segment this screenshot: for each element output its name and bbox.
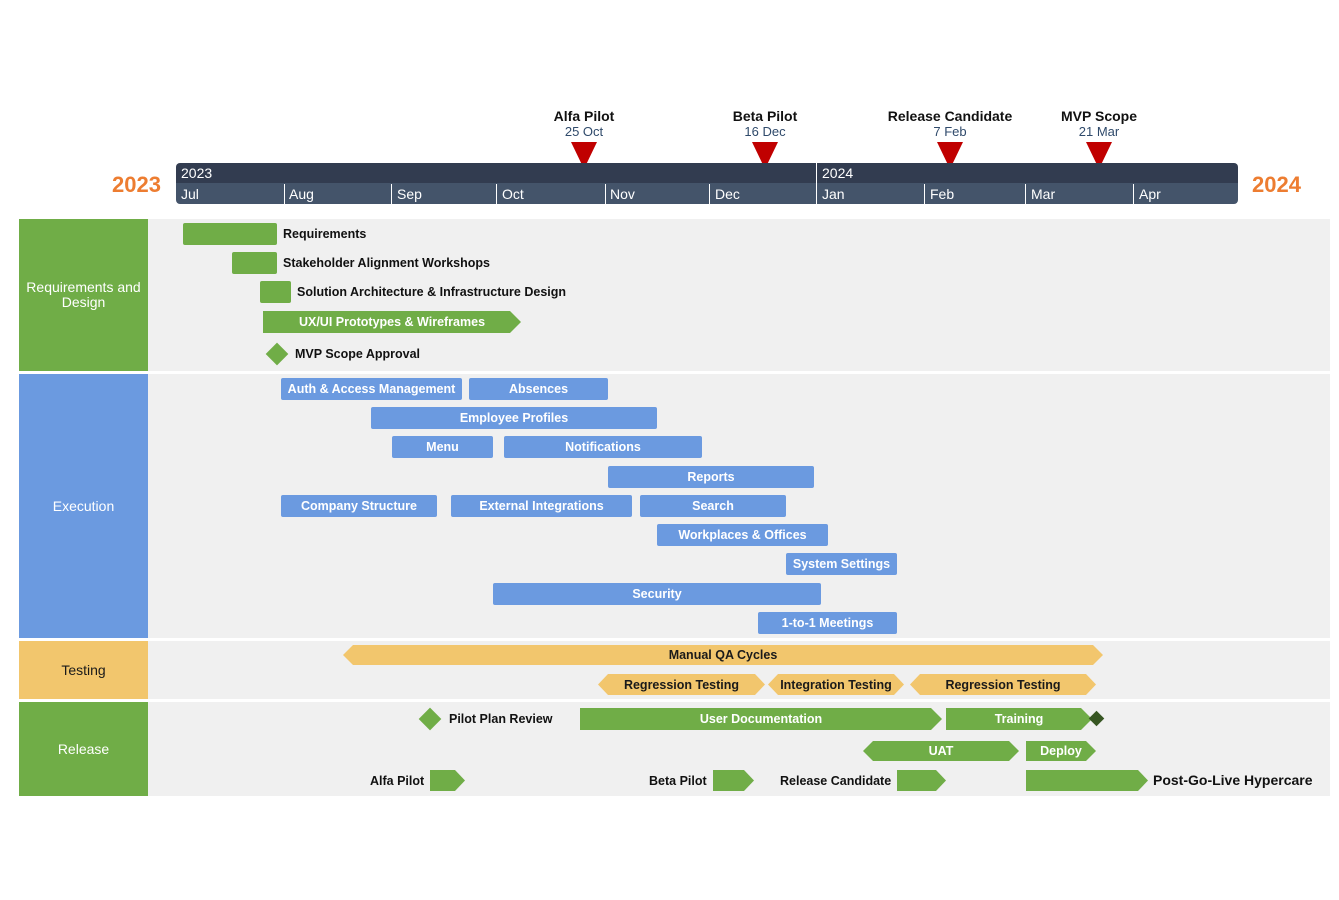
month-divider (1025, 184, 1026, 204)
month-label: Jan (822, 186, 845, 202)
task-label: Alfa Pilot (370, 774, 425, 788)
task-bar-notifications[interactable]: Notifications (504, 436, 702, 458)
milestone-title: Beta Pilot (732, 108, 798, 124)
milestone-title: MVP Scope (1061, 108, 1137, 124)
month-label: Feb (930, 186, 955, 202)
swimlane-label-execution: Execution (19, 374, 148, 638)
task-bar-workplaces[interactable]: Workplaces & Offices (657, 524, 828, 546)
milestone-date: 21 Mar (1078, 124, 1120, 139)
timeline-year-divider (816, 163, 817, 204)
task-label: MVP Scope Approval (295, 347, 421, 361)
task-label: Release Candidate (780, 774, 892, 788)
task-bar-beta-pilot[interactable] (713, 770, 754, 791)
task-label: Requirements (283, 227, 367, 241)
timeline-year-label: 2024 (822, 165, 854, 181)
task-bar-stakeholder-workshops[interactable] (232, 252, 277, 274)
task-bar-prototypes[interactable]: UX/UI Prototypes & Wireframes (263, 311, 521, 333)
task-bar-reports[interactable]: Reports (608, 466, 814, 488)
task-bar-meetings[interactable]: 1-to-1 Meetings (758, 612, 897, 634)
task-bar-absences[interactable]: Absences (469, 378, 608, 400)
task-label: Stakeholder Alignment Workshops (283, 256, 490, 270)
month-label: Dec (715, 186, 740, 202)
task-bar-architecture[interactable] (260, 281, 291, 303)
timeline-year-label: 2023 (181, 165, 213, 181)
task-bar-security[interactable]: Security (493, 583, 821, 605)
task-bar-user-documentation[interactable]: User Documentation (580, 708, 942, 730)
task-bar-system-settings[interactable]: System Settings (786, 553, 897, 575)
task-label: Beta Pilot (649, 774, 707, 788)
milestone-date: 25 Oct (564, 124, 604, 139)
month-label: Sep (397, 186, 422, 202)
task-bar-hypercare[interactable] (1026, 770, 1148, 791)
task-label: Post-Go-Live Hypercare (1153, 772, 1313, 788)
task-bar-requirements[interactable] (183, 223, 277, 245)
task-bar-external-integrations[interactable]: External Integrations (451, 495, 632, 517)
task-bar-manual-qa[interactable]: Manual QA Cycles (343, 645, 1103, 665)
milestone-title: Release Candidate (887, 108, 1013, 124)
month-divider (709, 184, 710, 204)
task-bar-uat[interactable]: UAT (863, 741, 1019, 761)
task-bar-alfa-pilot[interactable] (430, 770, 465, 791)
month-divider (496, 184, 497, 204)
task-bar-release-candidate[interactable] (897, 770, 946, 791)
swimlane-label-requirements: Requirements and Design (19, 219, 148, 371)
swimlane-label-testing: Testing (19, 641, 148, 699)
swimlane-band-requirements (148, 219, 1330, 371)
milestone-date: 16 Dec (744, 124, 786, 139)
year-right-label: 2024 (1252, 172, 1301, 197)
month-label: Mar (1031, 186, 1056, 202)
task-bar-menu[interactable]: Menu (392, 436, 493, 458)
month-divider (924, 184, 925, 204)
month-divider (284, 184, 285, 204)
year-left-label: 2023 (112, 172, 161, 197)
task-label: Pilot Plan Review (449, 712, 553, 726)
task-bar-training[interactable]: Training (946, 708, 1092, 730)
month-label: Apr (1139, 186, 1161, 202)
milestone-title: Alfa Pilot (553, 108, 615, 124)
month-divider (1133, 184, 1134, 204)
month-divider (605, 184, 606, 204)
task-bar-integration-testing[interactable]: Integration Testing (768, 674, 904, 695)
month-label: Oct (502, 186, 524, 202)
timeline-year-row (176, 163, 1238, 183)
month-divider (391, 184, 392, 204)
month-label: Nov (610, 186, 635, 202)
month-label: Jul (181, 186, 199, 202)
task-bar-auth[interactable]: Auth & Access Management (281, 378, 462, 400)
month-label: Aug (289, 186, 314, 202)
timeline-month-row (176, 183, 1238, 204)
milestone-date: 7 Feb (933, 124, 967, 139)
task-bar-deploy[interactable]: Deploy (1026, 741, 1096, 761)
task-bar-regression-testing-1[interactable]: Regression Testing (598, 674, 765, 695)
task-bar-regression-testing-2[interactable]: Regression Testing (910, 674, 1096, 695)
task-bar-employee-profiles[interactable]: Employee Profiles (371, 407, 657, 429)
swimlane-label-release: Release (19, 702, 148, 796)
task-bar-company-structure[interactable]: Company Structure (281, 495, 437, 517)
task-label: Solution Architecture & Infrastructure D… (297, 285, 567, 299)
task-bar-search[interactable]: Search (640, 495, 786, 517)
